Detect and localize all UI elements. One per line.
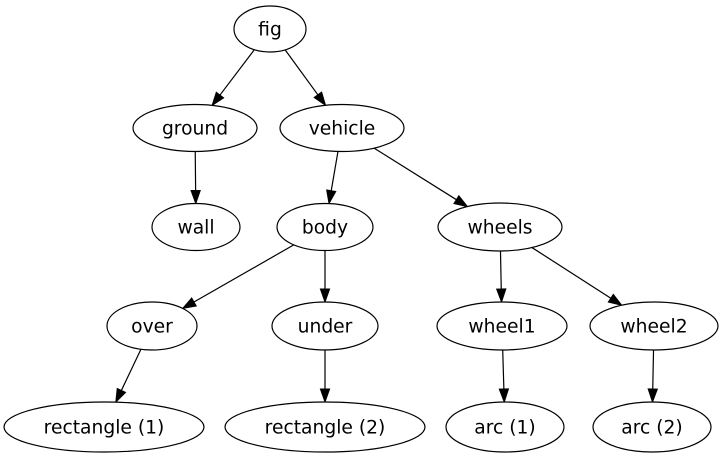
node-label: arc (2) [621,418,682,439]
edge-line [652,349,655,390]
node-ellipse [224,401,426,453]
arrowhead-icon [115,387,127,404]
arrowhead-icon [607,293,624,307]
edge-wheel2-arc2 [647,349,659,404]
node-ellipse [233,5,307,53]
node-ellipse [592,401,712,453]
node-under: under [271,301,379,351]
arrowhead-icon [319,288,331,304]
node-label: wheels [467,218,532,239]
edge-fig-vehicle [284,49,327,107]
edge-line [193,244,295,303]
edge-over-rectangle1 [115,349,142,404]
node-ellipse [132,103,258,153]
node-fig: fig [233,5,307,53]
node-ellipse [437,202,563,252]
node-rectangle1: rectangle (1) [3,401,205,453]
node-ellipse [589,301,719,351]
node-label: rectangle (1) [44,418,165,439]
node-wheels: wheels [437,202,563,252]
node-label: over [131,317,173,338]
node-vehicle: vehicle [279,103,405,153]
node-ellipse [279,103,405,153]
edge-line [330,151,339,191]
arrowhead-icon [190,189,201,205]
node-arc1: arc (1) [445,401,565,453]
node-label: wheel2 [620,317,687,338]
node-wheel2: wheel2 [589,301,719,351]
edge-vehicle-body [326,151,339,206]
edge-vehicle-wheels [373,147,469,208]
edge-wheel1-arc1 [498,349,510,404]
edge-line [120,349,142,391]
arrowhead-icon [495,288,507,304]
node-ellipse [3,401,205,453]
node-label: wall [177,218,214,239]
arrowhead-icon [498,388,510,404]
node-label: fig [258,20,282,41]
edge-under-rectangle2 [319,350,331,404]
arrowhead-icon [647,388,659,404]
node-label: rectangle (2) [265,418,386,439]
edge-body-under [319,250,331,304]
node-ellipse [106,301,198,351]
arrowhead-icon [313,91,327,107]
edge-fig-ground [211,49,255,107]
edge-body-over [181,244,295,310]
arrowhead-icon [319,388,331,404]
edge-line [499,250,502,290]
arrowhead-icon [326,189,337,206]
edge-line [219,49,255,96]
node-ellipse [276,202,374,252]
node-over: over [106,301,198,351]
node-arc2: arc (2) [592,401,712,453]
node-label: body [302,218,348,239]
edge-wheels-wheel1 [495,250,507,304]
node-label: arc (1) [474,418,535,439]
node-ellipse [151,202,241,252]
arrowhead-icon [211,91,225,107]
node-ellipse [445,401,565,453]
node-ground: ground [132,103,258,153]
edge-wheels-wheel2 [531,247,624,307]
node-wall: wall [151,202,241,252]
arrowhead-icon [181,297,198,310]
node-ellipse [271,301,379,351]
edge-line [373,147,457,201]
node-label: ground [162,119,228,140]
arrowhead-icon [453,194,469,208]
node-rectangle2: rectangle (2) [224,401,426,453]
node-label: wheel1 [468,317,535,338]
edge-ground-wall [190,151,201,205]
edge-line [502,349,505,390]
edge-line [284,49,319,96]
node-label: vehicle [309,119,376,140]
edge-line [531,247,612,299]
node-wheel1: wheel1 [436,301,568,351]
node-label: under [298,317,353,338]
node-body: body [276,202,374,252]
node-ellipse [436,301,568,351]
